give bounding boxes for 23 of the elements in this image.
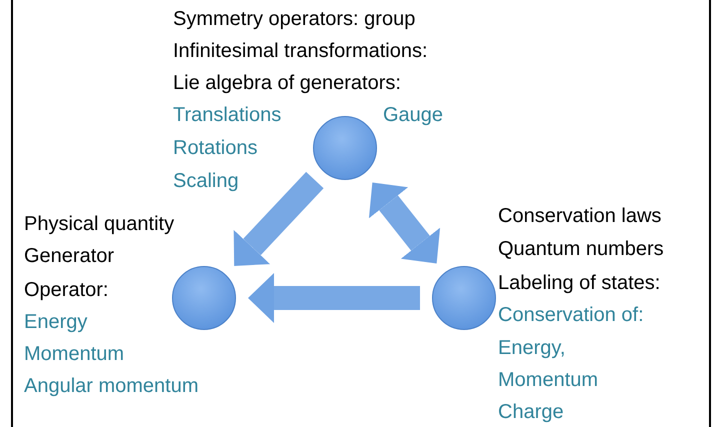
annotation-text: Energy, xyxy=(498,336,566,361)
annotation-text: Conservation of: xyxy=(498,303,644,328)
annotation-text: Rotations xyxy=(173,136,258,161)
annotation-text: Translations xyxy=(173,103,282,128)
annotation-text: Physical quantity xyxy=(24,212,174,237)
annotation-text: Infinitesimal transformations: xyxy=(173,39,428,64)
annotation-text: Momentum xyxy=(498,368,598,393)
annotation-text: Scaling xyxy=(173,169,239,194)
annotation-text: Momentum xyxy=(24,342,124,367)
annotation-text: Angular momentum xyxy=(24,374,199,399)
annotation-text: Gauge xyxy=(383,103,444,128)
annotation-text: Lie algebra of generators: xyxy=(173,71,401,96)
block-arrow xyxy=(368,182,440,264)
annotation-text: Energy xyxy=(24,310,88,335)
annotation-text: Operator: xyxy=(24,278,108,303)
annotation-text: Charge xyxy=(498,400,564,425)
annotation-text: Quantum numbers xyxy=(498,237,664,262)
annotation-text: Generator xyxy=(24,244,114,269)
block-arrow xyxy=(248,273,420,323)
annotation-text: Symmetry operators: group xyxy=(173,7,416,32)
annotation-text: Labeling of states: xyxy=(498,271,660,296)
block-arrow xyxy=(234,172,324,266)
annotation-text: Conservation laws xyxy=(498,204,662,229)
